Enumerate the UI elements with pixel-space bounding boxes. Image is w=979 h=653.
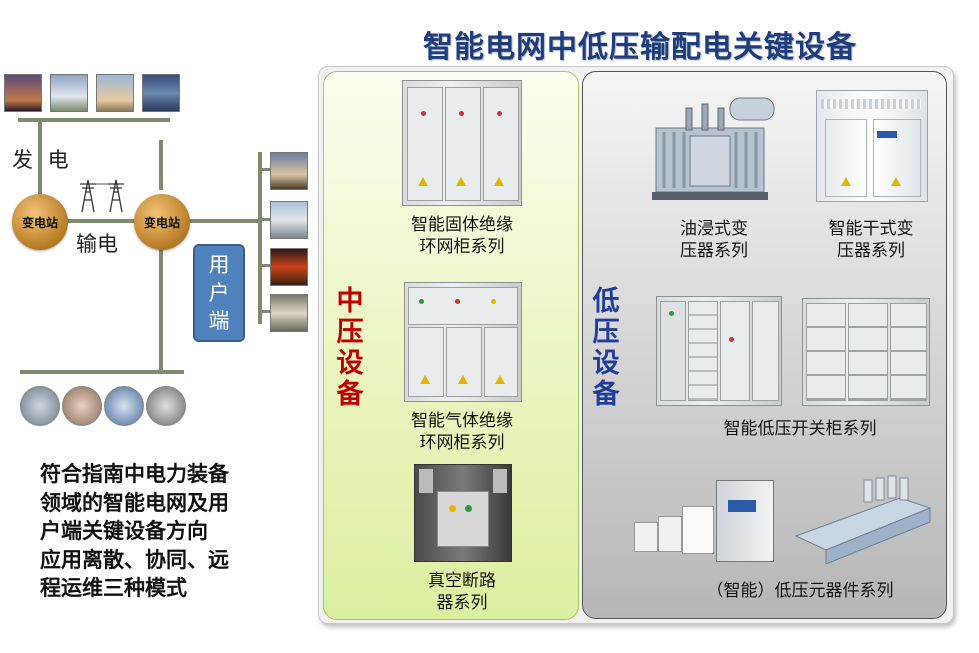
solid-insulated-rmu-image xyxy=(402,80,522,206)
distribution-photo-strip xyxy=(20,386,190,426)
dam-photo xyxy=(142,74,180,112)
user-end-char: 端 xyxy=(208,309,230,333)
generation-bus-line xyxy=(18,118,170,122)
pipeline-photo xyxy=(146,386,186,426)
mv-label-char: 中 xyxy=(336,286,364,317)
lv-components-image xyxy=(630,476,780,566)
mv-caption: 真空断路 器系列 xyxy=(392,570,532,614)
user-steel-photo xyxy=(270,248,308,286)
caption-line: 油浸式变 xyxy=(680,219,748,239)
caption-line: 真空断路 xyxy=(428,571,496,591)
caption-line: 智能气体绝缘 xyxy=(411,411,513,431)
mv-label-char: 设 xyxy=(336,348,364,379)
user-factory-photo xyxy=(270,201,308,239)
transmission-tower-icons xyxy=(80,179,124,213)
user-road-photo xyxy=(270,294,308,332)
user-end-char: 用 xyxy=(208,253,230,277)
substation-node-2: 变电站 xyxy=(134,194,190,250)
caption-line: 智能干式变 xyxy=(828,219,914,239)
description-line: 领域的智能电网及用 xyxy=(40,490,229,515)
mv-label-char: 备 xyxy=(336,379,364,410)
lv-label-char: 设 xyxy=(592,348,620,379)
distribution-trunk-line xyxy=(159,248,163,372)
mv-caption: 智能气体绝缘 环网柜系列 xyxy=(392,410,532,454)
description-line: 户端关键设备方向 xyxy=(40,519,208,543)
generation-label: 发 电 xyxy=(12,148,73,172)
wind-turbine-photo xyxy=(96,74,134,112)
description-line: 程运维三种模式 xyxy=(40,576,187,600)
user-end-box: 用 户 端 xyxy=(193,244,245,342)
mv-caption: 智能固体绝缘 环网柜系列 xyxy=(392,214,532,258)
caption-line: 器系列 xyxy=(436,593,488,613)
power-plant-photo xyxy=(4,74,42,112)
station-to-user-line xyxy=(186,219,260,223)
description-text: 符合指南中电力装备 领域的智能电网及用 户端关键设备方向 应用离散、协同、远 程… xyxy=(40,460,270,603)
transmission-line xyxy=(66,219,136,223)
caption-line: 环网柜系列 xyxy=(419,433,505,453)
mv-label-char: 压 xyxy=(336,317,364,348)
caption-line: 智能低压开关柜系列 xyxy=(723,419,877,439)
lv-label-char: 低 xyxy=(592,286,620,317)
lv-label-char: 备 xyxy=(592,379,620,410)
lv-caption: 智能干式变 压器系列 xyxy=(808,218,934,262)
refinery-photo xyxy=(104,386,144,426)
caption-line: 压器系列 xyxy=(680,241,748,261)
user-branch-4 xyxy=(258,310,270,313)
vacuum-circuit-breaker-image xyxy=(414,464,512,562)
lv-switchgear-image-2 xyxy=(802,298,930,406)
medium-voltage-label: 中 压 设 备 xyxy=(334,286,366,410)
caption-line: （智能）低压元器件系列 xyxy=(706,581,894,601)
description-line: 符合指南中电力装备 xyxy=(40,462,229,486)
oil-immersed-transformer-image xyxy=(652,97,775,200)
low-voltage-label: 低 压 设 备 xyxy=(590,286,622,410)
user-branch-3 xyxy=(258,264,270,267)
caption-line: 智能固体绝缘 xyxy=(411,215,513,235)
busbar-trunking-image xyxy=(794,475,932,564)
transmission-tower-photo xyxy=(50,74,88,112)
user-branch-2 xyxy=(258,218,270,221)
lv-caption: （智能）低压元器件系列 xyxy=(680,580,920,602)
user-vertical-bus xyxy=(258,152,262,324)
transmission-label: 输电 xyxy=(76,232,118,256)
lv-caption: 油浸式变 压器系列 xyxy=(654,218,774,262)
lv-switchgear-image-1 xyxy=(656,296,782,406)
user-branch-1 xyxy=(258,168,270,171)
caption-line: 压器系列 xyxy=(837,241,905,261)
industrial-plant-photo xyxy=(20,386,60,426)
dry-type-transformer-image xyxy=(816,90,928,202)
substation-node-1: 变电站 xyxy=(12,194,68,250)
user-building-photo xyxy=(270,152,308,190)
distribution-up-line xyxy=(159,140,163,190)
distribution-bus-line xyxy=(20,370,184,374)
lv-caption: 智能低压开关柜系列 xyxy=(700,418,900,440)
caption-line: 环网柜系列 xyxy=(419,237,505,257)
lv-label-char: 压 xyxy=(592,317,620,348)
chemical-plant-photo xyxy=(62,386,102,426)
gas-insulated-rmu-image xyxy=(404,282,522,402)
description-line: 应用离散、协同、远 xyxy=(40,547,229,572)
page-title: 智能电网中低压输配电关键设备 xyxy=(423,30,857,65)
user-end-char: 户 xyxy=(208,281,230,305)
generation-photo-strip xyxy=(4,74,188,112)
generation-drop-line xyxy=(38,120,42,200)
